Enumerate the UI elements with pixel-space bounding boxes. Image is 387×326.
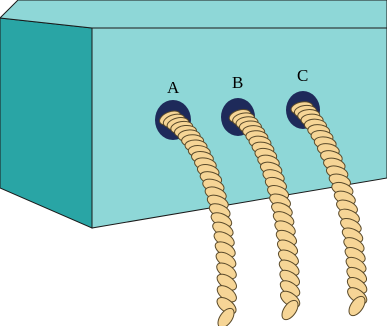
label-a: A <box>167 78 180 97</box>
box-top-face <box>0 0 387 28</box>
box-left-face <box>0 18 92 228</box>
label-c: C <box>297 66 308 85</box>
label-b: B <box>232 73 243 92</box>
